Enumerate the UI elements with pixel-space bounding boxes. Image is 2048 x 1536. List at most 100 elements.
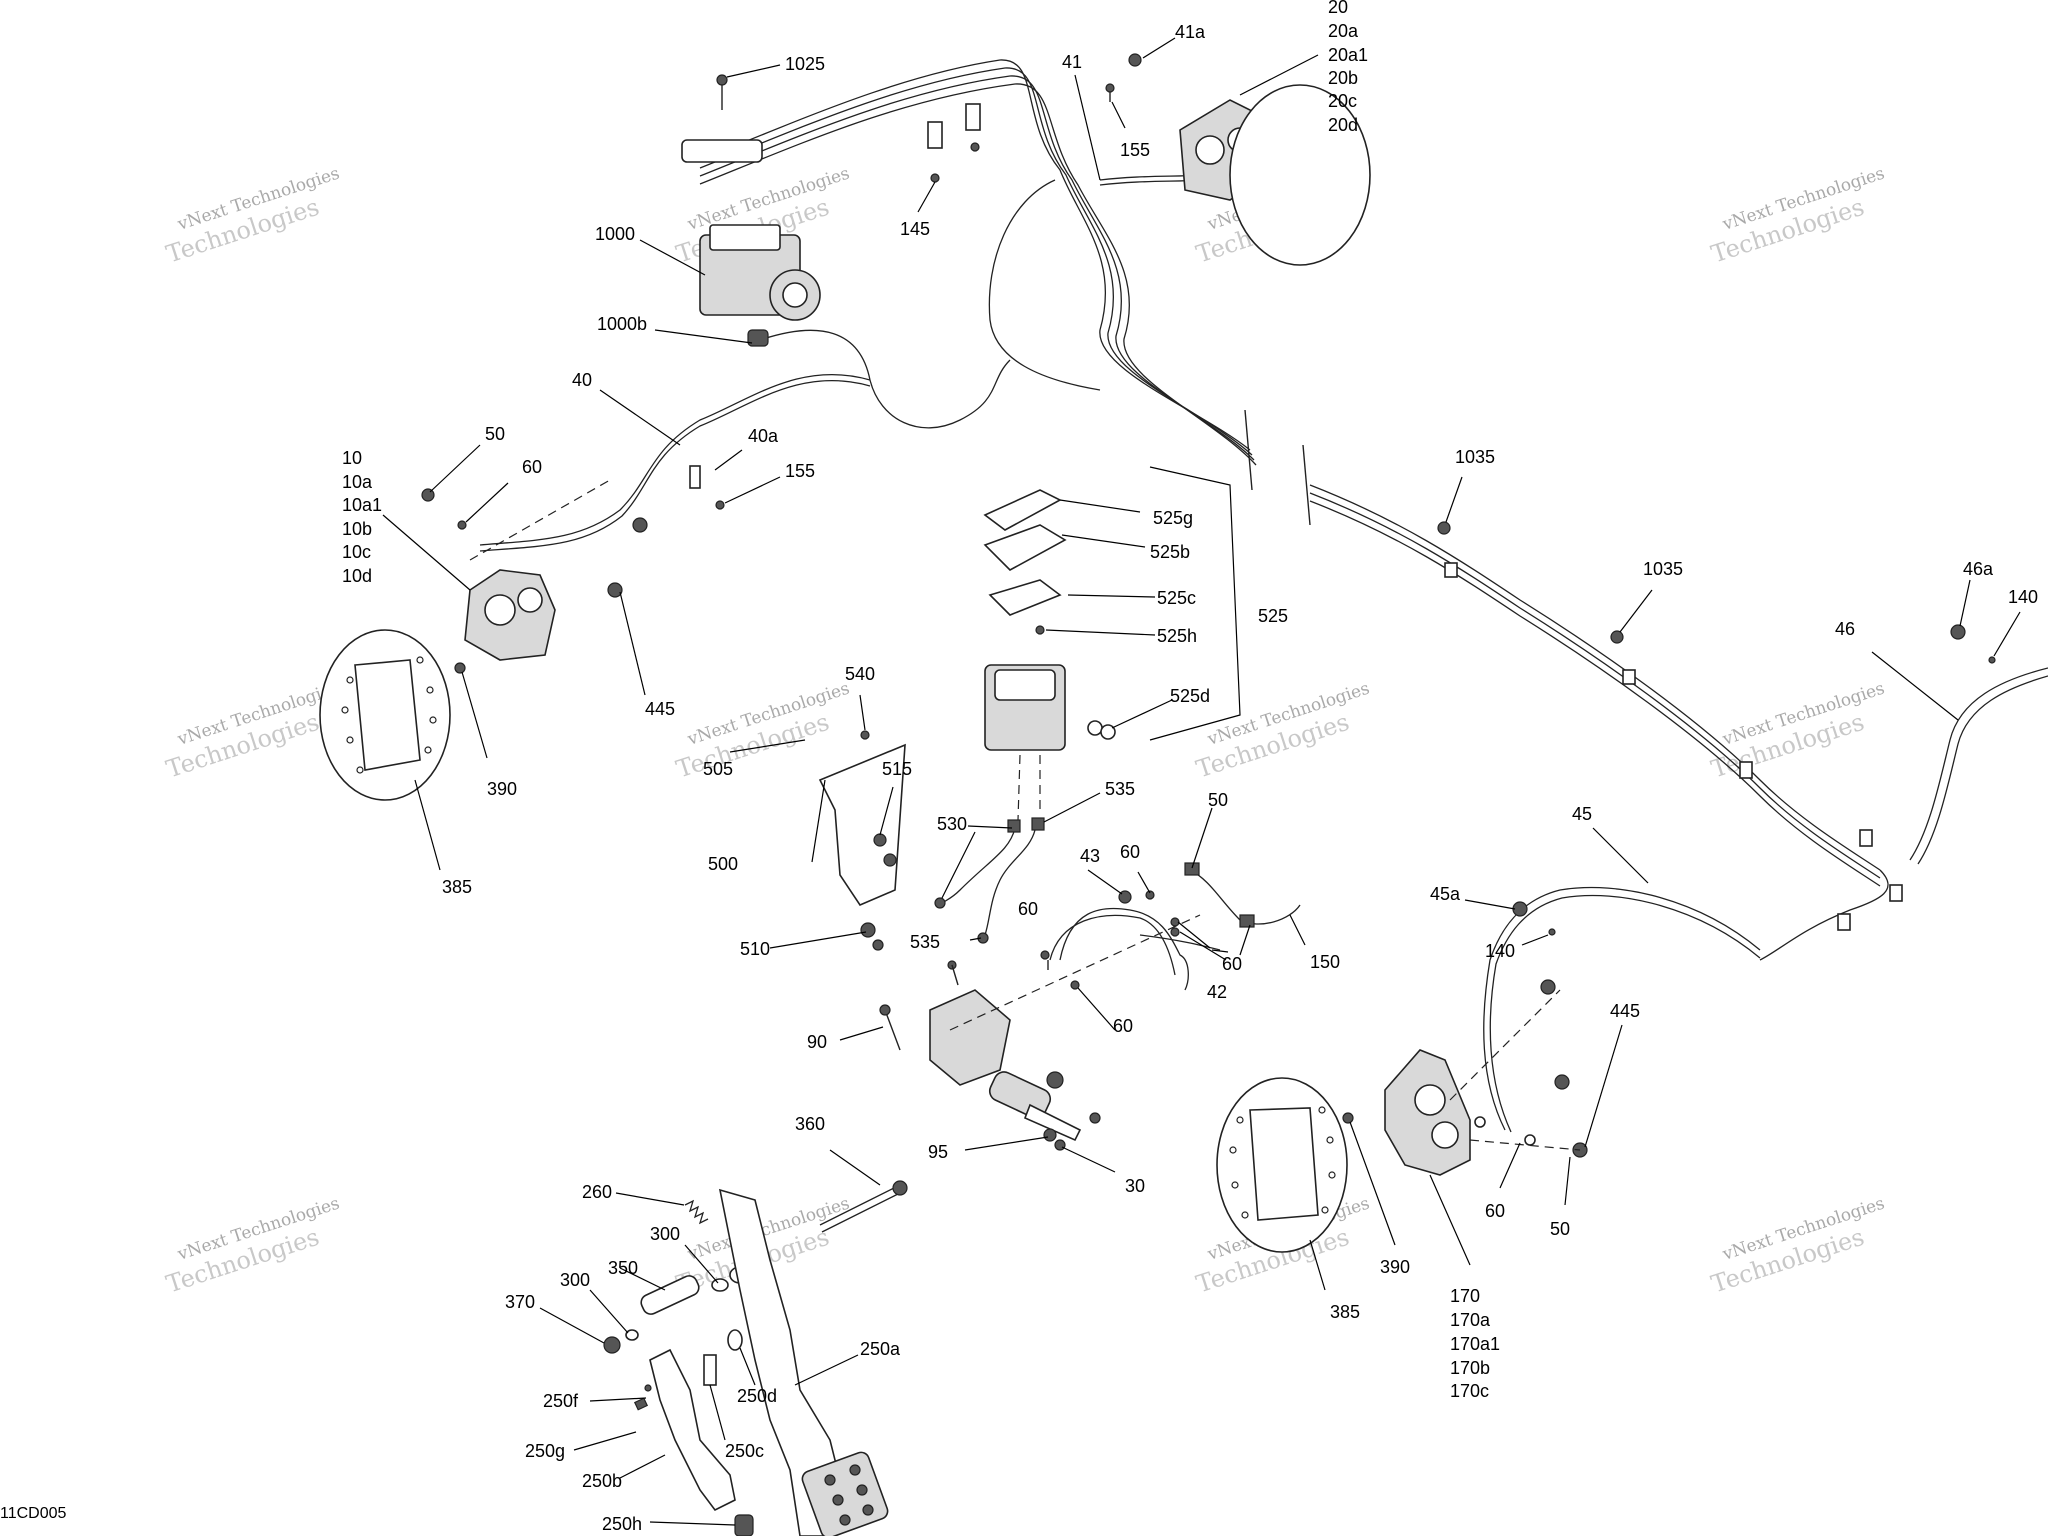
label-1000: 1000 — [595, 224, 635, 244]
label-20a1: 20a1 — [1328, 45, 1368, 65]
hoses-530 — [934, 817, 1045, 944]
clip-45a — [1512, 901, 1556, 936]
label-525d: 525d — [1170, 686, 1210, 706]
pivot-bolt-360 — [819, 1180, 908, 1233]
label-250h: 250h — [602, 1514, 642, 1534]
label-20c: 20c — [1328, 91, 1357, 111]
label-385-right: 385 — [1330, 1302, 1360, 1322]
bolt-155-top — [1105, 83, 1115, 102]
label-250a: 250a — [860, 1339, 901, 1359]
label-250d: 250d — [737, 1386, 777, 1406]
axis-dash-master — [949, 914, 1201, 1031]
label-140-b: 140 — [1485, 941, 1515, 961]
axis-dash-front-left — [469, 479, 611, 561]
label-60-a: 60 — [1120, 842, 1140, 862]
label-20d: 20d — [1328, 115, 1358, 135]
label-530: 530 — [937, 814, 967, 834]
label-510: 510 — [740, 939, 770, 959]
diagram-id: 11CD005 — [0, 1505, 67, 1522]
label-385-left: 385 — [442, 877, 472, 897]
axis-dash-rear-2 — [1469, 1139, 1581, 1151]
label-525b: 525b — [1150, 542, 1190, 562]
brake-pedal-250a — [718, 1188, 889, 1536]
label-50-mid: 50 — [1208, 790, 1228, 810]
label-390-left: 390 — [487, 779, 517, 799]
label-155-top: 155 — [1120, 140, 1150, 160]
label-1000b: 1000b — [597, 314, 647, 334]
label-30: 30 — [1125, 1176, 1145, 1196]
label-360: 360 — [795, 1114, 825, 1134]
label-60-c: 60 — [1222, 954, 1242, 974]
label-43: 43 — [1080, 846, 1100, 866]
label-60-b: 60 — [1018, 899, 1038, 919]
watermark: vNext Technologies Technologies — [163, 164, 342, 269]
label-300-a: 300 — [650, 1224, 680, 1244]
label-250b: 250b — [582, 1471, 622, 1491]
label-45a: 45a — [1430, 884, 1461, 904]
brake-disc-front-right — [1229, 84, 1371, 266]
caliper-front-left — [464, 569, 556, 661]
label-42: 42 — [1207, 982, 1227, 1002]
label-260: 260 — [582, 1182, 612, 1202]
label-140-a: 140 — [2008, 587, 2038, 607]
label-145: 145 — [900, 219, 930, 239]
label-40a: 40a — [748, 426, 779, 446]
watermark: vNext Technologies Technologies — [163, 1194, 342, 1299]
axis-dash-rear — [1449, 989, 1561, 1101]
label-525g: 525g — [1153, 508, 1193, 528]
reservoir-525 — [983, 489, 1116, 821]
spring-260 — [684, 1199, 709, 1225]
leader-lines — [382, 37, 2021, 1526]
label-445-left: 445 — [645, 699, 675, 719]
label-90: 90 — [807, 1032, 827, 1052]
brake-disc-rear — [1216, 1077, 1354, 1253]
label-170b: 170b — [1450, 1358, 1490, 1378]
clips-1035 — [1437, 521, 1903, 931]
label-60-d: 60 — [1113, 1016, 1133, 1036]
brake-line-40 — [479, 329, 1011, 552]
label-525: 525 — [1258, 606, 1288, 626]
clips-145 — [927, 103, 981, 183]
clip-46a — [1950, 624, 1996, 664]
label-155-mid: 155 — [785, 461, 815, 481]
watermark: vNext Technologies Technologies — [1193, 679, 1372, 784]
label-505: 505 — [703, 759, 733, 779]
abs-connector-1025 — [681, 74, 763, 163]
label-500: 500 — [708, 854, 738, 874]
bolt-41a — [1128, 53, 1142, 67]
label-41a: 41a — [1175, 22, 1206, 42]
label-170c: 170c — [1450, 1381, 1489, 1401]
label-20a: 20a — [1328, 21, 1359, 41]
bolt-90 — [879, 960, 959, 1051]
caliper-rear — [1384, 979, 1588, 1176]
label-10a1: 10a1 — [342, 495, 382, 515]
bolts-front-left — [421, 465, 725, 674]
label-1035-b: 1035 — [1643, 559, 1683, 579]
label-10c: 10c — [342, 542, 371, 562]
label-170a: 170a — [1450, 1310, 1491, 1330]
label-170a1: 170a1 — [1450, 1334, 1500, 1354]
label-300-b: 300 — [560, 1270, 590, 1290]
watermark: vNext Technologies Technologies — [673, 679, 852, 784]
label-50-left: 50 — [485, 424, 505, 444]
label-390-right: 390 — [1380, 1257, 1410, 1277]
brake-line-46 — [1909, 667, 2048, 865]
label-445-right: 445 — [1610, 1001, 1640, 1021]
label-525c: 525c — [1157, 588, 1196, 608]
label-370: 370 — [505, 1292, 535, 1312]
label-46: 46 — [1835, 619, 1855, 639]
label-40: 40 — [572, 370, 592, 390]
label-60-left: 60 — [522, 457, 542, 477]
watermark: vNext Technologies Technologies — [1708, 164, 1887, 269]
watermark: vNext Technologies Technologies — [1708, 1194, 1887, 1299]
label-540: 540 — [845, 664, 875, 684]
pedal-arm-250b — [633, 1348, 754, 1536]
hose-150 — [1040, 862, 1301, 990]
label-1025: 1025 — [785, 54, 825, 74]
label-525h: 525h — [1157, 626, 1197, 646]
label-20: 20 — [1328, 0, 1348, 17]
brake-disc-front-left — [319, 629, 451, 801]
master-cylinder — [929, 989, 1101, 1151]
label-535-bot: 535 — [910, 932, 940, 952]
